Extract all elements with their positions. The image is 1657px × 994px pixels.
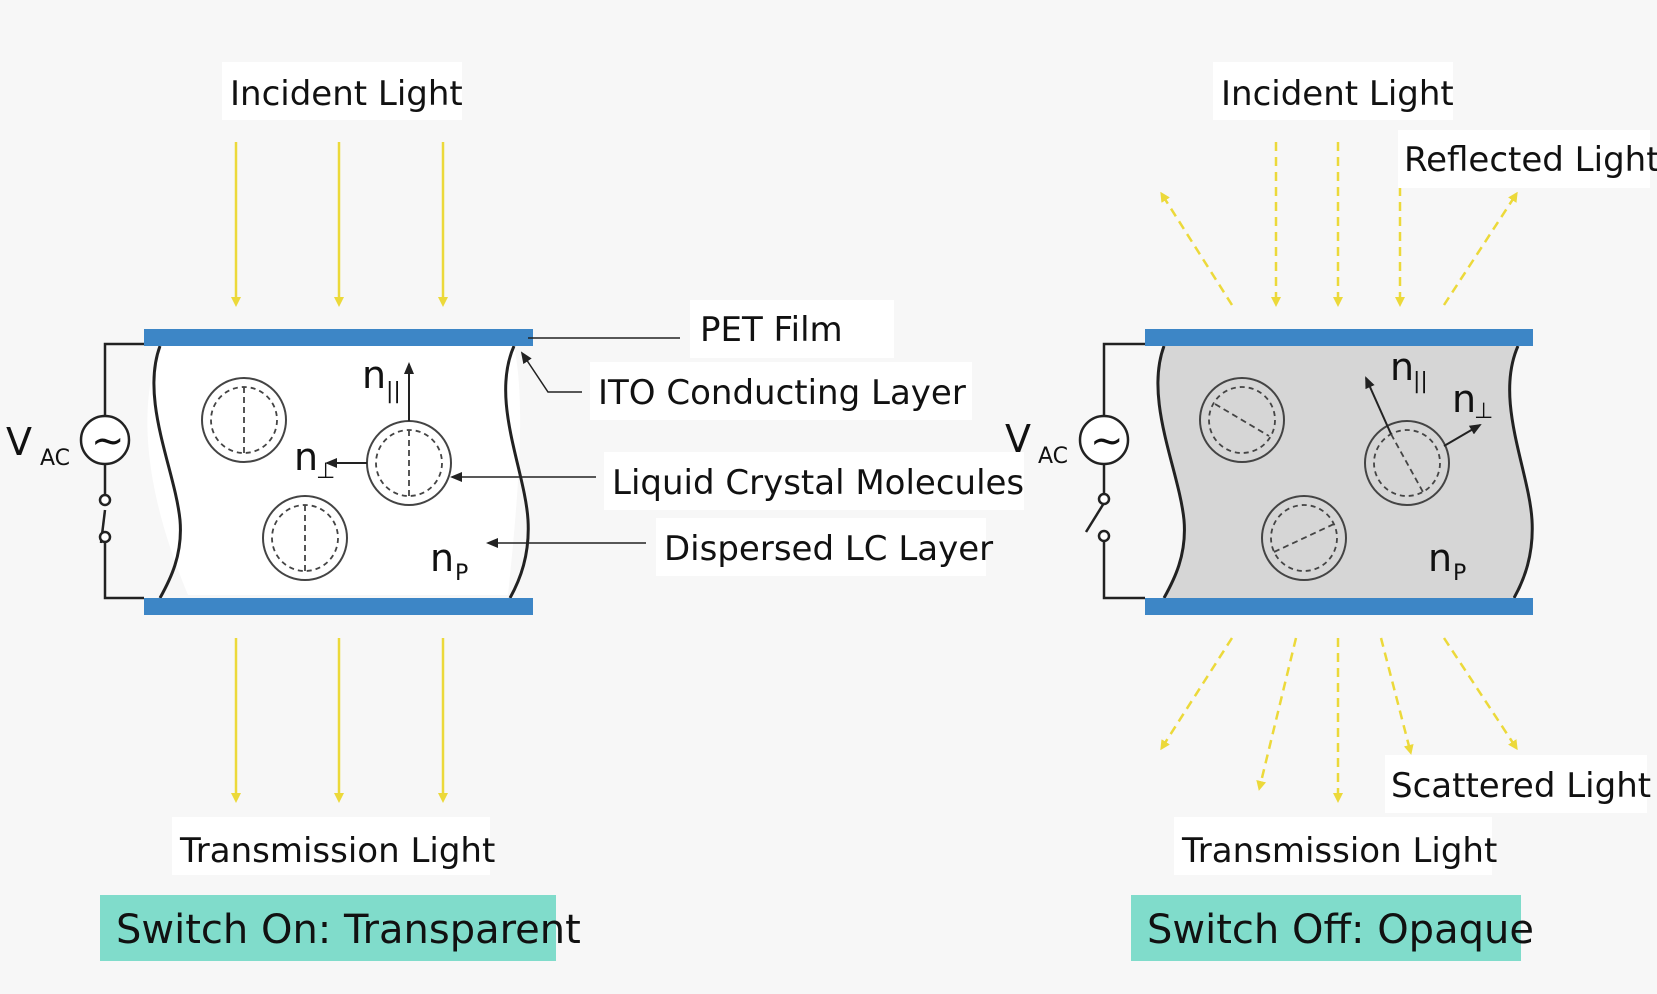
ac-source-icon xyxy=(79,414,131,466)
left-n-p: n xyxy=(430,536,454,580)
right-n-perp: n xyxy=(1452,377,1476,421)
right-caption: Switch Off: Opaque xyxy=(1147,907,1534,953)
right-vac-sub: AC xyxy=(1038,444,1068,469)
pet-film-label: PET Film xyxy=(700,310,843,350)
callout-bg xyxy=(690,300,894,358)
lc-droplet xyxy=(1364,420,1450,506)
left-n-p-sub: P xyxy=(455,561,468,586)
right-scattered-arrows xyxy=(1160,637,1518,803)
left-incident-label: Incident Light xyxy=(230,74,463,114)
right-bottom-pet-film xyxy=(1145,598,1533,615)
left-lc-layer xyxy=(147,346,521,595)
lc-droplet xyxy=(201,377,287,463)
dispersed-layer-label: Dispersed LC Layer xyxy=(664,529,993,569)
right-n-parallel-sub: || xyxy=(1413,369,1428,394)
right-n-parallel: n xyxy=(1390,345,1414,389)
scattered-label-bg xyxy=(1385,755,1647,813)
left-transmission-label: Transmission Light xyxy=(179,831,495,871)
transmission-label-bg xyxy=(172,817,490,875)
left-caption: Switch On: Transparent xyxy=(116,907,581,953)
light-arrow xyxy=(1256,637,1298,791)
left-n-perp-sub: ⊥ xyxy=(316,459,335,484)
light-arrow xyxy=(1379,637,1414,755)
right-incident-label: Incident Light xyxy=(1221,74,1454,114)
left-n-parallel-sub: || xyxy=(386,379,401,404)
left-vac-label: V xyxy=(6,420,32,464)
incident-label-bg xyxy=(222,62,462,120)
right-n-p: n xyxy=(1428,536,1452,580)
left-circuit xyxy=(98,342,144,600)
right-transmission-label: Transmission Light xyxy=(1181,831,1497,871)
right-panel: Incident Light Reflected Light ~ V AC xyxy=(1005,62,1657,961)
right-vac-label: V xyxy=(1005,417,1031,461)
tilde-glyph: ~ xyxy=(91,418,125,464)
light-arrow xyxy=(1442,191,1518,306)
callouts: PET Film ITO Conducting Layer Liquid Cry… xyxy=(450,300,1024,576)
left-incident-arrows xyxy=(231,142,448,307)
callout-bg xyxy=(590,362,972,420)
right-reflected-label: Reflected Light xyxy=(1404,140,1657,180)
right-lc-layer xyxy=(1157,346,1533,598)
left-wavy-edge xyxy=(152,345,182,599)
n-perp-arrow xyxy=(1443,423,1482,447)
callout-bg xyxy=(604,452,1024,510)
light-arrow xyxy=(1160,637,1234,751)
right-wavy-edge xyxy=(1156,345,1186,599)
right-reflected-arrows xyxy=(1160,191,1518,306)
right-top-pet-film xyxy=(1145,329,1533,346)
transmission-label-bg xyxy=(1174,817,1492,875)
left-top-pet-film xyxy=(144,329,533,346)
lc-droplet xyxy=(262,495,348,581)
right-circuit xyxy=(1084,342,1145,600)
left-transmission-arrows xyxy=(231,638,448,803)
lc-droplet xyxy=(1199,377,1285,463)
left-vac-sub: AC xyxy=(40,446,70,471)
n-parallel-arrow xyxy=(1365,376,1392,435)
callout-bg xyxy=(656,518,986,576)
ito-leader xyxy=(520,351,582,393)
reflected-label-bg xyxy=(1398,130,1650,188)
left-caption-box xyxy=(100,895,556,961)
left-n-parallel: n xyxy=(362,353,386,397)
right-caption-box xyxy=(1131,895,1521,961)
light-arrow xyxy=(1160,191,1234,306)
left-panel: Incident Light ~ V AC xyxy=(6,62,581,961)
left-bottom-pet-film xyxy=(144,598,533,615)
ito-layer-label: ITO Conducting Layer xyxy=(598,373,966,413)
lc-molecules-label: Liquid Crystal Molecules xyxy=(612,463,1024,503)
right-n-p-sub: P xyxy=(1453,561,1466,586)
tilde-glyph: ~ xyxy=(1090,418,1124,464)
ac-source-icon xyxy=(1078,414,1130,466)
light-arrow xyxy=(1442,637,1518,751)
right-scattered-label: Scattered Light xyxy=(1391,766,1651,806)
lc-droplet xyxy=(1261,495,1347,581)
right-incident-arrows xyxy=(1271,142,1405,307)
left-wavy-edge xyxy=(504,345,530,599)
right-n-perp-sub: ⊥ xyxy=(1474,399,1493,424)
incident-label-bg xyxy=(1213,62,1453,120)
left-n-perp: n xyxy=(294,435,318,479)
right-wavy-edge xyxy=(1508,345,1534,599)
